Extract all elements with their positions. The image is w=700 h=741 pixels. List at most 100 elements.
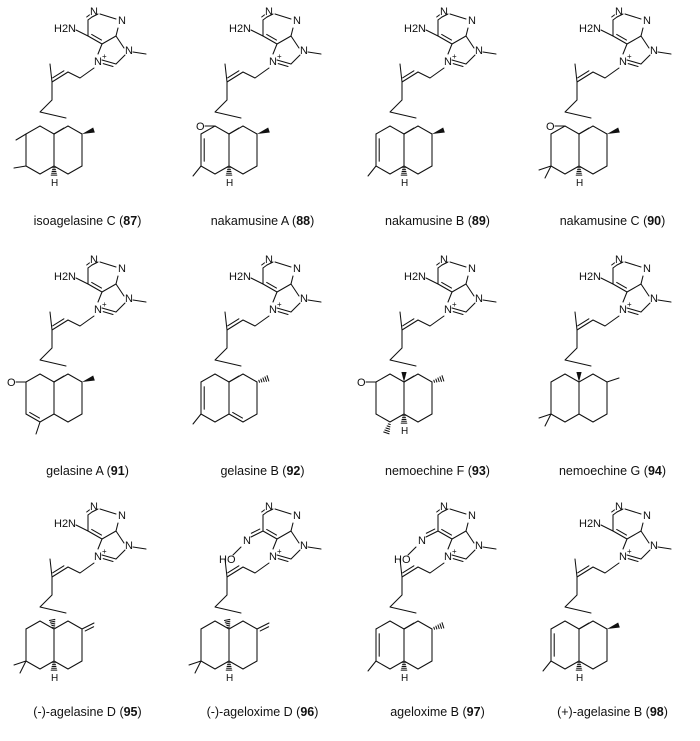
double-bond [53, 71, 64, 78]
bond-chain [68, 68, 94, 78]
h-label: H [576, 178, 583, 189]
bond [116, 531, 124, 543]
methyl-wedge [607, 128, 620, 134]
double-bond [53, 319, 64, 326]
compound-name: (+)-agelasine B [557, 705, 642, 719]
double-bond [426, 529, 434, 533]
ketone-o-label: O [196, 121, 205, 133]
compound-caption: (-)-agelasine D (95) [0, 705, 175, 719]
purine-n7-label: N [269, 304, 277, 316]
bond [641, 28, 643, 36]
bond-chain [593, 68, 619, 78]
bond-chain [565, 577, 591, 613]
methyl-bond [16, 134, 26, 140]
n-methyl-bond [133, 547, 146, 549]
bond [54, 621, 68, 629]
methyl-bond [14, 166, 26, 168]
compound-name: nakamusine C [560, 214, 640, 228]
bond [376, 621, 390, 629]
h-hash [401, 168, 407, 175]
bond [466, 531, 474, 543]
double-bond [438, 36, 452, 44]
compound-caption: (-)-ageloxime D (96) [175, 705, 350, 719]
bond [291, 284, 299, 296]
bond [100, 262, 116, 267]
purine-n7-label: N [619, 304, 627, 316]
bond [390, 374, 404, 382]
bond [40, 374, 54, 382]
cation-charge: + [277, 52, 282, 61]
compound-name: nemoechine G [559, 464, 640, 478]
h-hash [226, 168, 232, 175]
h-hash [226, 663, 232, 670]
methyl-hash [434, 623, 444, 630]
bond [466, 284, 474, 296]
oxime-ho-label: HO [394, 554, 411, 566]
bond [116, 276, 118, 284]
h-label: H [401, 673, 408, 684]
bond-chain [593, 316, 619, 326]
methyl-bond [404, 623, 414, 629]
double-bond [263, 284, 277, 292]
h-hash [576, 168, 582, 175]
cation-charge: + [277, 300, 282, 309]
compound-number: 90 [647, 214, 661, 228]
compound-caption: nemoechine G (94) [525, 464, 700, 478]
bond [102, 284, 116, 292]
methyl-bond [607, 378, 619, 382]
amine-label: H2N [229, 23, 251, 35]
cation-charge: + [627, 52, 632, 61]
bond [641, 284, 649, 296]
purine-n-label: N [468, 15, 476, 27]
bond [291, 523, 293, 531]
double-bond [628, 559, 638, 562]
bond [68, 621, 82, 629]
double-bond [228, 71, 239, 78]
n-methyl-bond [308, 300, 321, 302]
bond-chain [215, 577, 241, 613]
methyl-bond [193, 166, 201, 176]
bond [251, 278, 263, 284]
bond [565, 374, 579, 382]
methyl-bond [368, 166, 376, 176]
amine-label: H2N [404, 23, 426, 35]
methyl-hash [434, 376, 444, 383]
methyl-wedge [607, 623, 620, 629]
n-methyl-bond [658, 300, 671, 302]
double-bond [613, 531, 627, 539]
bond [76, 30, 88, 36]
bond [452, 284, 466, 292]
bond-chain [418, 316, 444, 326]
bond [625, 262, 641, 267]
bond [625, 509, 641, 514]
cation-charge: + [102, 52, 107, 61]
bond [40, 126, 54, 134]
double-bond [53, 566, 64, 573]
bond [116, 303, 125, 312]
vinyl-methyl [225, 64, 227, 82]
bond [275, 509, 291, 514]
bond [201, 414, 215, 422]
double-bond [578, 71, 589, 78]
methyl-bond [368, 661, 376, 671]
bond [100, 14, 116, 19]
methyl-bond [36, 422, 40, 434]
bond [376, 414, 390, 422]
bond [291, 531, 299, 543]
bond [100, 509, 116, 514]
bond [579, 414, 593, 422]
bond [376, 166, 390, 174]
n-methyl-bond [133, 300, 146, 302]
bond [627, 36, 641, 44]
bond [275, 262, 291, 267]
